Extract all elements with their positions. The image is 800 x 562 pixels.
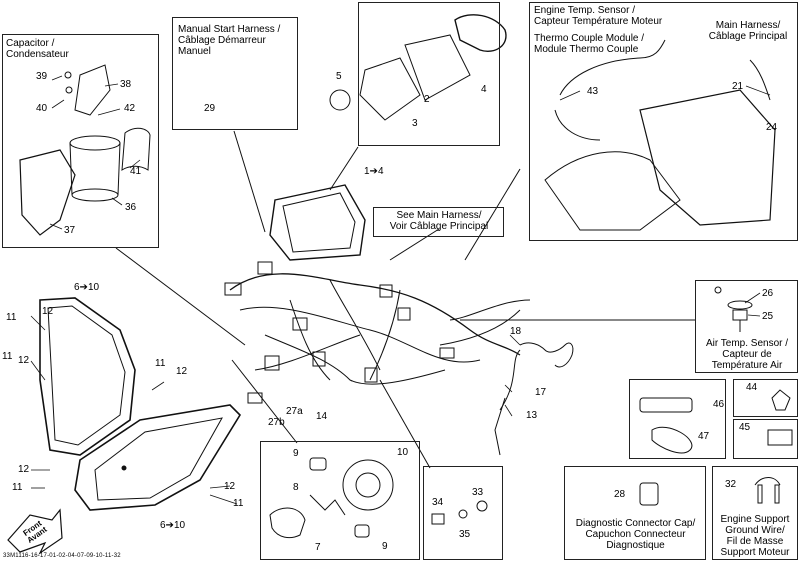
- part-number: 10: [397, 447, 409, 458]
- engine-support-box: [712, 466, 798, 560]
- manual-start-caption: Manual Start Harness / Câblage Démarreur…: [178, 24, 281, 57]
- part-number: 11: [6, 312, 17, 323]
- part-number: 14: [316, 411, 328, 422]
- part-number: 9: [293, 448, 299, 459]
- part-number: 11: [12, 482, 23, 493]
- front-arrow: [7, 508, 63, 555]
- capacitor-box: [2, 34, 159, 248]
- part-number: 32: [725, 479, 737, 490]
- coil-cord: [519, 342, 574, 368]
- main-harness-wire: [229, 273, 521, 356]
- part-number: 36: [125, 202, 137, 213]
- part-number: 45: [739, 422, 751, 433]
- part-number: 27b: [268, 417, 285, 428]
- part-number: 17: [535, 387, 547, 398]
- part-number: 8: [293, 482, 299, 493]
- engine-temp-box: [529, 2, 798, 241]
- part-number: 34: [432, 497, 444, 508]
- clip-45-box: [733, 419, 798, 459]
- engine-support-caption: Engine Support Ground Wire/ Fil de Masse…: [720, 514, 790, 558]
- main-harness-caption: Main Harness/ Câblage Principal: [708, 20, 788, 42]
- see-main-harness-caption: See Main Harness/ Voir Câblage Principal: [389, 210, 489, 232]
- part-number: 11: [233, 498, 244, 509]
- tube-ring-box: [629, 379, 726, 459]
- diagnostic-cap-caption: Diagnostic Connector Cap/ Capuchon Conne…: [575, 518, 696, 551]
- part-number: 33: [472, 487, 484, 498]
- part-number: 29: [204, 103, 216, 114]
- drawing-reference-code: 33M1116-16-17-01-02-04-07-09-10-11-32: [3, 553, 121, 559]
- leader-line-capacitor: [115, 247, 246, 346]
- part-number: 39: [36, 71, 48, 82]
- part-number: 12: [18, 464, 30, 475]
- part-number: 12: [42, 306, 54, 317]
- part-number: 13: [526, 410, 538, 421]
- clip-44-box: [733, 379, 798, 417]
- part-number: 3: [412, 118, 418, 129]
- headlight-housing: [39, 297, 136, 456]
- part-number: 9: [382, 541, 388, 552]
- part-number: 11: [2, 351, 13, 362]
- part-number: 35: [459, 529, 471, 540]
- part-number: 37: [64, 225, 76, 236]
- part-number: 5: [336, 71, 342, 82]
- see-main-harness-box: [373, 207, 504, 237]
- manual-start-box: [172, 17, 298, 130]
- part-number: 1➔4: [364, 166, 384, 177]
- part-number: 24: [766, 122, 778, 133]
- cluster-body: [269, 184, 366, 261]
- part-number: 18: [510, 326, 522, 337]
- part-number: 4: [481, 84, 487, 95]
- part-number: 42: [124, 103, 136, 114]
- part-number: 21: [732, 81, 744, 92]
- air-temp-box: [695, 280, 798, 373]
- part-number: 25: [762, 311, 774, 322]
- part-number: 7: [315, 542, 321, 553]
- part-number: 11: [155, 358, 166, 369]
- screws-box: [423, 466, 503, 560]
- part-number: 12: [224, 481, 236, 492]
- engine-block: [639, 89, 776, 226]
- part-number: 43: [587, 86, 599, 97]
- part-number: 47: [698, 431, 710, 442]
- air-temp-caption: Air Temp. Sensor / Capteur de Températur…: [705, 338, 789, 371]
- part-number: 12: [18, 355, 30, 366]
- headlight-lens: [74, 404, 242, 511]
- part-number: 38: [120, 79, 132, 90]
- part-number: 41: [130, 166, 142, 177]
- diagnostic-cap-box: [564, 466, 706, 560]
- gauge-box: [358, 2, 500, 146]
- part-number: 2: [424, 94, 430, 105]
- part-number: 6➔10: [74, 282, 100, 293]
- thermo-caption: Thermo Couple Module / Module Thermo Cou…: [534, 33, 645, 55]
- part-number: 40: [36, 103, 48, 114]
- part-number: 12: [176, 366, 188, 377]
- engine-temp-caption: Engine Temp. Sensor / Capteur Températur…: [534, 5, 663, 27]
- headlight-parts-box: [260, 441, 420, 560]
- part-number: 44: [746, 382, 758, 393]
- part-number: 28: [614, 489, 626, 500]
- part-number: 6➔10: [160, 520, 186, 531]
- capacitor-caption: Capacitor / Condensateur: [6, 38, 69, 60]
- part-number: 26: [762, 288, 774, 299]
- part-number: 46: [713, 399, 725, 410]
- part-number: 27a: [286, 406, 303, 417]
